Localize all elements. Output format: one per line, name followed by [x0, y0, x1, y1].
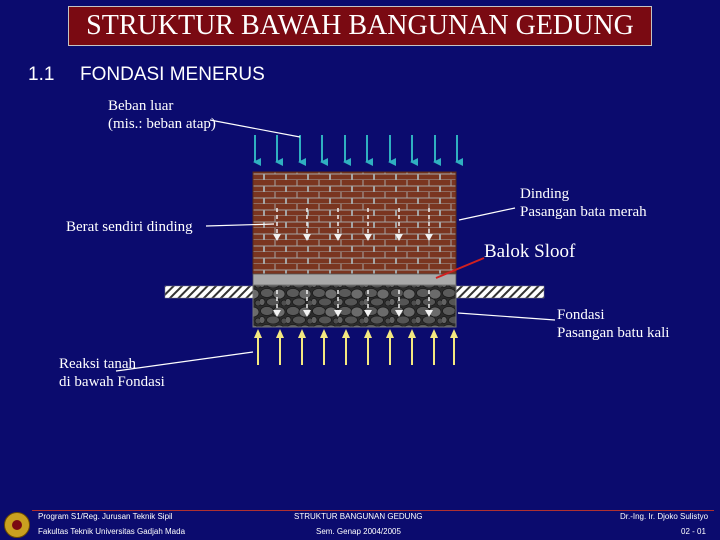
wall-weight-arrow [273, 208, 281, 241]
foundation-weight-arrow [303, 290, 311, 317]
footer-divider [32, 510, 714, 511]
reaction-arrow [320, 329, 328, 365]
foundation-weight-arrows [273, 290, 433, 317]
external-load-arrows [253, 135, 463, 166]
footer-page: 02 - 01 [681, 527, 706, 536]
ground-hatch-left [164, 285, 254, 299]
wall-weight-arrow [364, 208, 372, 241]
reaction-arrow [276, 329, 284, 365]
label-balok-sloof: Balok Sloof [484, 241, 576, 262]
label-dinding: Dinding Pasangan bata merah [520, 185, 647, 221]
label-dinding-line1: Dinding [520, 186, 570, 202]
ground-hatch-right [455, 285, 545, 299]
reaction-arrow [450, 329, 458, 365]
leader-lines [115, 119, 556, 372]
section-title: FONDASI MENERUS [80, 64, 265, 85]
title-banner: STRUKTUR BAWAH BANGUNAN GEDUNG [68, 6, 652, 46]
slide-title: STRUKTUR BAWAH BANGUNAN GEDUNG [86, 10, 634, 41]
label-fondasi: Fondasi Pasangan batu kali [557, 306, 669, 342]
foundation-weight-arrow [334, 290, 342, 317]
footer-faculty: Fakultas Teknik Universitas Gadjah Mada [38, 527, 186, 536]
label-fondasi-line2: Pasangan batu kali [557, 325, 670, 341]
label-reaksi: Reaksi tanah di bawah Fondasi [59, 355, 165, 391]
label-beban-luar-line2: (mis.: beban atap) [108, 116, 216, 132]
footer-semester: Sem. Genap 2004/2005 [316, 527, 401, 536]
leader-fondasi [457, 312, 556, 321]
label-berat-sendiri: Berat sendiri dinding [66, 219, 193, 235]
reaction-arrow [342, 329, 350, 365]
wall-weight-arrow [425, 208, 433, 241]
leader-balok-sloof [435, 257, 485, 279]
sloof-beam [252, 273, 457, 286]
reaction-arrow [364, 329, 372, 365]
leader-beban-luar [209, 119, 301, 138]
university-seal-icon [4, 512, 30, 538]
foundation-weight-arrow [273, 290, 281, 317]
leader-reaksi [115, 351, 254, 372]
label-reaksi-line2: di bawah Fondasi [59, 374, 165, 390]
footer-course: STRUKTUR BANGUNAN GEDUNG [294, 512, 423, 521]
leader-berat-sendiri [205, 223, 275, 227]
foundation-weight-arrow [425, 290, 433, 317]
self-weight-arrows [273, 208, 433, 241]
reaction-arrow [386, 329, 394, 365]
wall-weight-arrow [334, 208, 342, 241]
footer-program: Program S1/Reg. Jurusan Teknik Sipil [38, 512, 173, 521]
wall-weight-arrow [395, 208, 403, 241]
foundation-weight-arrow [364, 290, 372, 317]
label-dinding-line2: Pasangan bata merah [520, 204, 647, 220]
stone-foundation [252, 284, 457, 328]
reaction-arrow [298, 329, 306, 365]
section-number: 1.1 [28, 64, 55, 85]
label-reaksi-line1: Reaksi tanah [59, 356, 137, 372]
reaction-arrow [254, 329, 262, 365]
reaction-arrow [408, 329, 416, 365]
label-beban-luar: Beban luar (mis.: beban atap) [108, 97, 216, 133]
label-beban-luar-line1: Beban luar [108, 98, 174, 114]
soil-reaction-arrows [254, 329, 458, 365]
foundation-weight-arrow [395, 290, 403, 317]
footer-author: Dr.-Ing. Ir. Djoko Sulistyo [620, 512, 709, 521]
reaction-arrow [430, 329, 438, 365]
wall-weight-arrow [303, 208, 311, 241]
leader-dinding [458, 207, 516, 221]
brick-wall [252, 171, 457, 275]
label-fondasi-line1: Fondasi [557, 307, 605, 323]
